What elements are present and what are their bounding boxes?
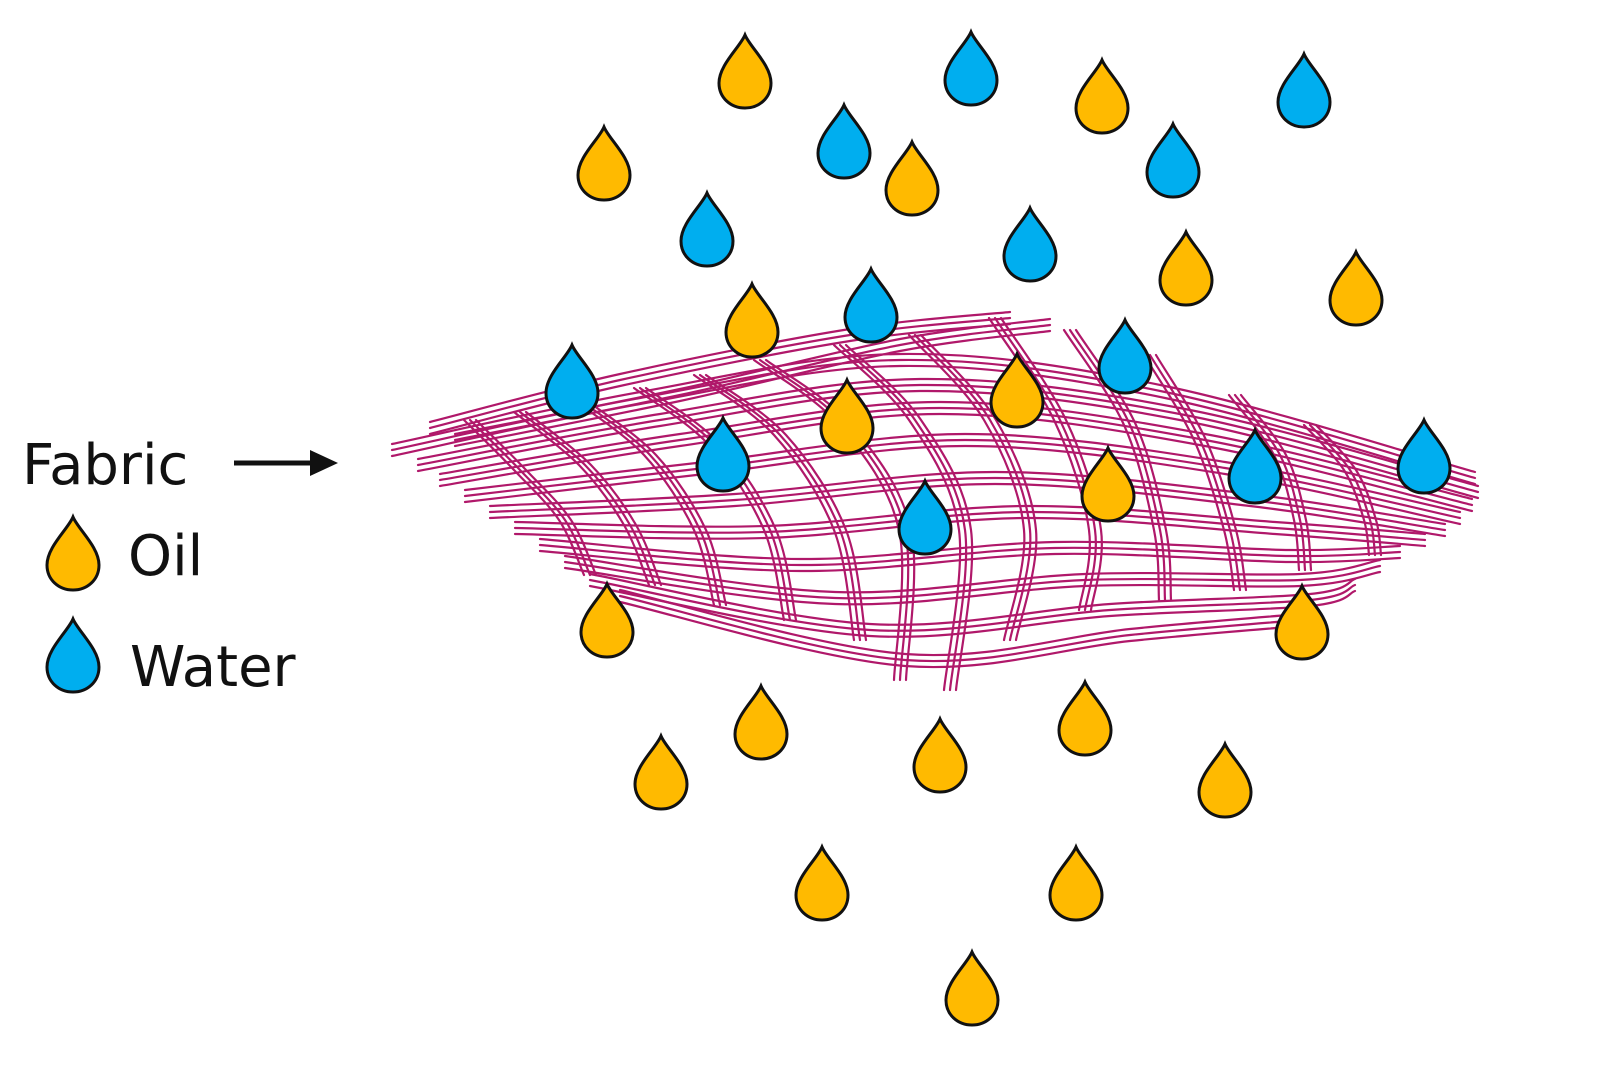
fabric-strand-v-6-0 [832, 343, 962, 692]
fabric-strand-h-1-1 [416, 383, 1480, 494]
water-drop-icon [1002, 206, 1058, 283]
fabric-strand-v-5-2 [764, 358, 916, 682]
fabric-strand-v-6-1 [838, 343, 968, 692]
fabric-strand-h-7-1 [563, 560, 1382, 600]
water-drop-icon [1396, 418, 1452, 495]
fabric-strand-h-9-2 [618, 600, 1302, 669]
fabric-strand-v-7-1 [913, 333, 1032, 642]
fabric-strand-h-7-0 [563, 554, 1382, 594]
water-drop-icon [816, 103, 872, 180]
fabric-strand-h-4-1 [488, 476, 1447, 532]
fabric-strand-h-3-2 [463, 444, 1462, 526]
droplets [544, 30, 1452, 1027]
fabric-strand-v-3-2 [644, 386, 798, 622]
oil-drop-icon [944, 950, 1000, 1027]
fabric-strand-h-8-0 [588, 572, 1357, 626]
oil-drop-icon [912, 717, 968, 794]
fabric-strand-h-5-0 [513, 504, 1427, 536]
fabric-strand-v-10-0 [1142, 353, 1236, 592]
oil-drop-icon [579, 582, 635, 659]
fabric-strand-v-2-2 [584, 398, 728, 607]
fabric-strand-h-3-0 [463, 432, 1462, 514]
fabric-strand-v-12-1 [1308, 423, 1377, 557]
legend: Fabric Oil Water [22, 433, 338, 700]
fabric-label: Fabric [22, 433, 188, 498]
fabric-strand-v-9-0 [1062, 328, 1161, 602]
fabric-strand-v-9-1 [1068, 328, 1167, 602]
water-drop-icon [897, 479, 953, 556]
oil-drop-icon [884, 140, 940, 217]
fabric-strand-h-2-0 [438, 400, 1474, 501]
fabric-strand-v-5-0 [752, 358, 904, 682]
fabric-strand-v-4-2 [704, 373, 868, 642]
fabric-strand-v-4-1 [698, 373, 862, 642]
fabric-strand-v-2-1 [578, 398, 722, 607]
water-drop-icon [1145, 122, 1201, 199]
oil-drop-icon [1048, 845, 1104, 922]
oil-drop-icon [576, 125, 632, 202]
water-drop-icon [1097, 318, 1153, 395]
fabric-strand-v-11-1 [1233, 393, 1307, 572]
fabric-strand-h-10-1 [428, 316, 1012, 430]
oil-label: Oil [128, 524, 203, 589]
oil-drop-icon [633, 734, 689, 811]
water-drop-icon [679, 191, 735, 268]
fabric-strand-v-4-0 [692, 373, 856, 642]
fabric-mesh [390, 310, 1480, 692]
fabric-strand-h-1-0 [416, 377, 1480, 488]
oil-drop-icon [1158, 230, 1214, 307]
fabric-strand-v-10-1 [1148, 353, 1242, 592]
fabric-strand-v-5-1 [758, 358, 910, 682]
water-drop-icon [45, 617, 101, 694]
water-drop-icon [544, 343, 600, 420]
fabric-strand-v-0-1 [468, 418, 592, 577]
fabric-strand-h-5-2 [513, 516, 1427, 548]
water-label: Water [130, 635, 297, 700]
oil-drop-icon [1074, 58, 1130, 135]
oil-drop-icon [45, 515, 101, 592]
fabric-strand-h-4-2 [488, 482, 1447, 538]
fabric-strand-v-1-2 [524, 410, 663, 587]
fabric-strand-h-3-1 [463, 438, 1462, 520]
fabric-strand-h-4-0 [488, 470, 1447, 526]
oil-drop-icon [794, 845, 850, 922]
fabric-strand-v-12-2 [1314, 423, 1383, 557]
water-drop-icon [843, 267, 899, 344]
fabric-strand-v-12-0 [1302, 423, 1371, 557]
fabric-strand-h-2-2 [438, 412, 1474, 513]
fabric-strand-v-8-0 [987, 316, 1091, 612]
fabric-strand-v-7-2 [919, 333, 1038, 642]
fabric-strand-v-3-1 [638, 386, 792, 622]
fabric-strand-v-0-2 [474, 418, 598, 577]
fabric-strand-h-10-2 [428, 322, 1012, 436]
fabric-arrow-icon [234, 450, 338, 476]
fabric-strand-v-11-2 [1239, 393, 1313, 572]
fabric-strand-v-8-2 [999, 316, 1103, 612]
fabric-strand-v-1-1 [518, 410, 657, 587]
oil-drop-icon [1197, 742, 1253, 819]
fabric-strand-v-6-2 [844, 343, 974, 692]
fabric-strand-v-7-0 [907, 333, 1026, 642]
fabric-strand-h-10-0 [428, 310, 1012, 424]
fabric-strand-v-11-0 [1227, 393, 1301, 572]
fabric-strand-h-9-0 [618, 588, 1302, 657]
oil-drop-icon [717, 33, 773, 110]
fabric-strand-h-1-2 [416, 389, 1480, 500]
fabric-strand-v-10-2 [1154, 353, 1248, 592]
oil-drop-icon [733, 684, 789, 761]
fabric-strand-v-0-0 [462, 418, 586, 577]
fabric-strand-h-5-1 [513, 510, 1427, 542]
fabric-strand-h-9-1 [618, 594, 1302, 663]
water-drop-icon [943, 30, 999, 107]
water-drop-icon [1276, 52, 1332, 129]
fabric-strand-v-1-0 [512, 410, 651, 587]
fabric-strand-h-2-1 [438, 406, 1474, 507]
fabric-strand-v-8-1 [993, 316, 1097, 612]
fabric-strand-v-2-0 [572, 398, 716, 607]
fabric-strand-h-11-0 [453, 317, 1052, 436]
oil-drop-icon [724, 282, 780, 359]
oil-drop-icon [1328, 250, 1384, 327]
oil-drop-icon [1057, 680, 1113, 757]
